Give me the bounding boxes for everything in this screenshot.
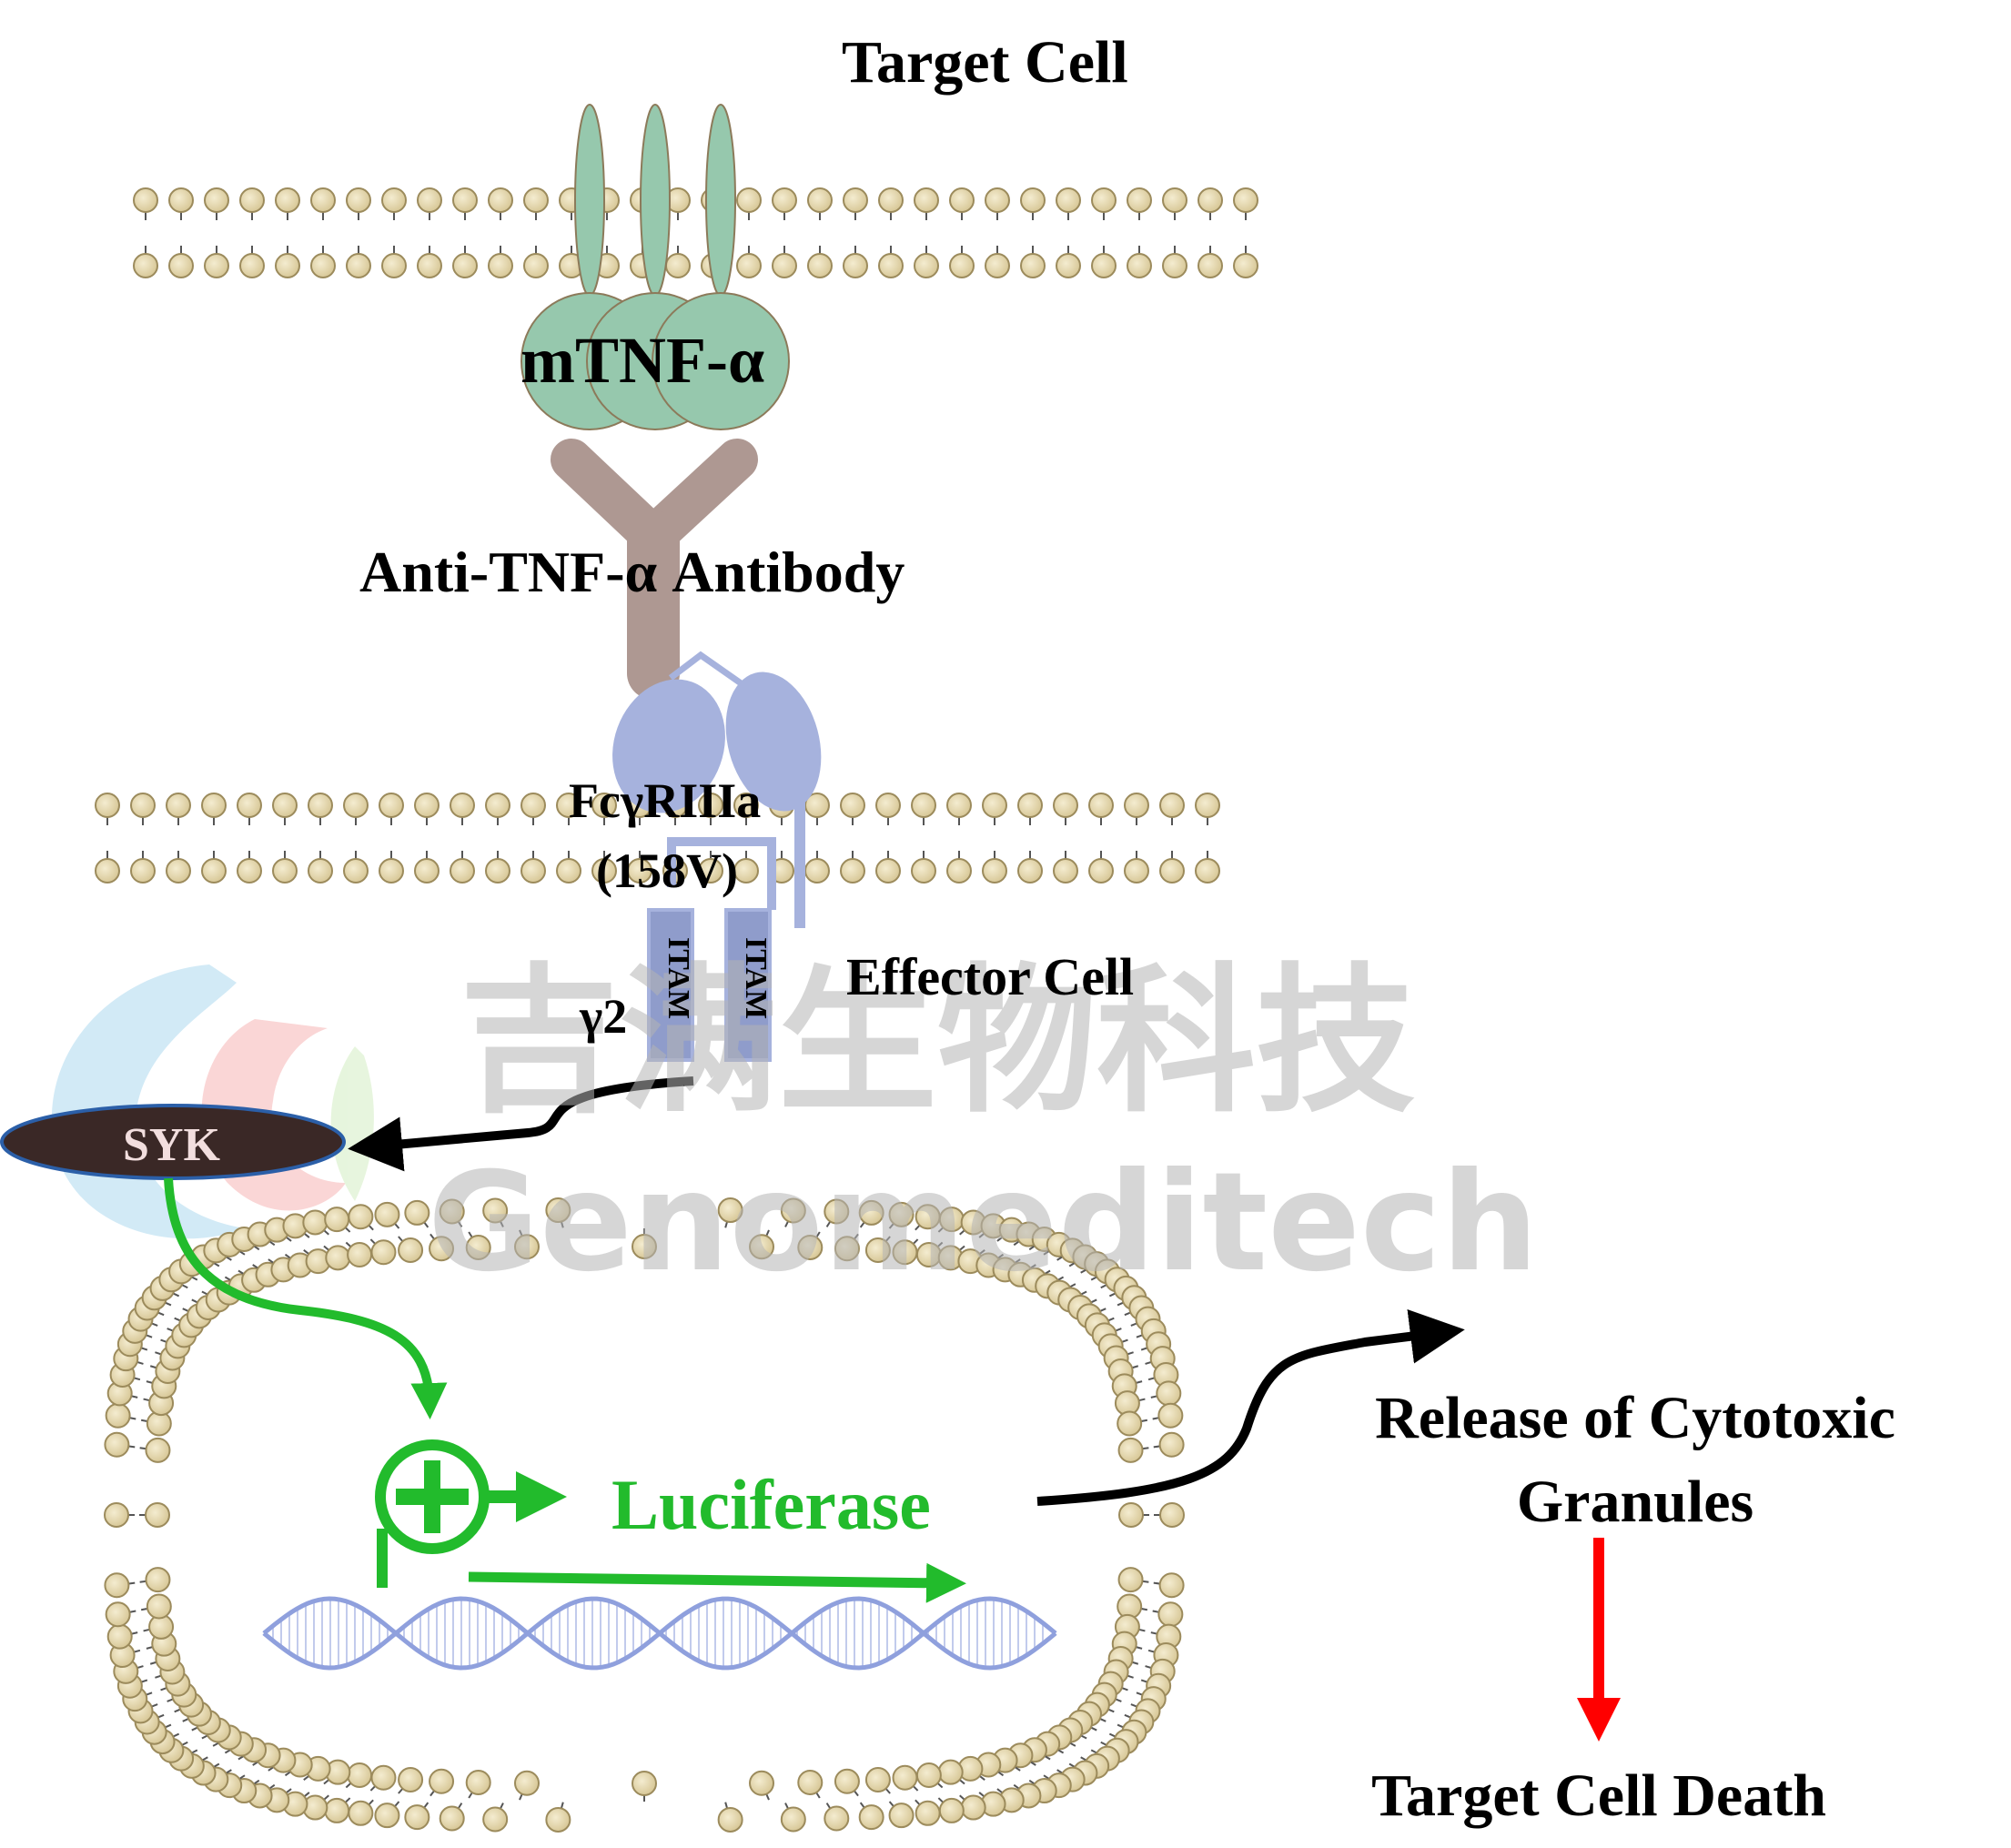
target-cell-membrane — [134, 188, 1258, 278]
itam-left-label: ITAM — [662, 937, 695, 1019]
syk-label: SYK — [123, 1119, 220, 1171]
dna-helix — [264, 1599, 1056, 1668]
gamma2-label: γ2 — [579, 989, 627, 1044]
receptor-label: FcγRIIIa — [569, 773, 761, 828]
target-cell-death-label: Target Cell Death — [1371, 1762, 1826, 1829]
granules-label: Granules — [1517, 1469, 1753, 1535]
watermark-logo — [52, 964, 374, 1238]
promoter-plus-icon — [380, 1445, 541, 1588]
target-cell-label: Target Cell — [842, 29, 1128, 96]
transcription-arrow — [469, 1577, 946, 1583]
mtnf-label: mTNF-α — [520, 324, 764, 397]
release-label: Release of Cytotoxic — [1375, 1385, 1895, 1451]
itam-right-label: ITAM — [739, 937, 773, 1019]
luciferase-label: Luciferase — [611, 1465, 931, 1544]
watermark-english: Genomeditech — [428, 1144, 1539, 1302]
antibody-label: Anti-TNF-α Antibody — [359, 540, 904, 604]
receptor-variant-label: (158V) — [596, 843, 738, 898]
effector-cell-label: Effector Cell — [846, 947, 1134, 1006]
